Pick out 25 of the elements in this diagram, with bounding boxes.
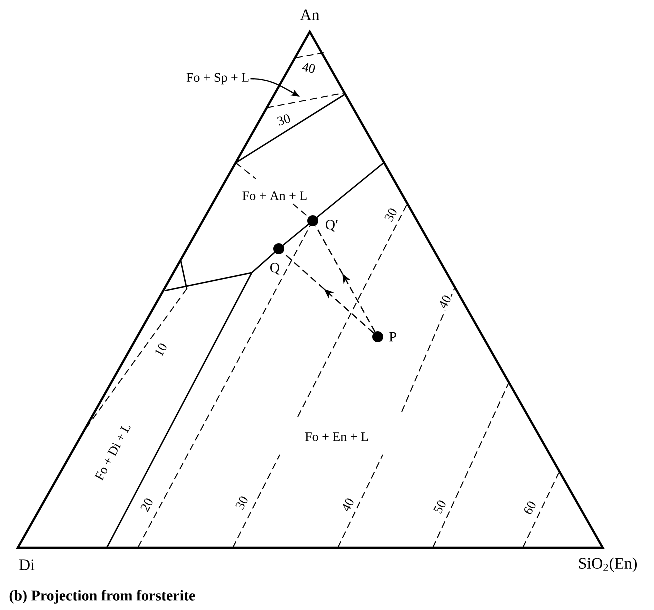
composition-point [372,332,384,342]
value-label: 10 [152,340,170,360]
vertex-label: SiO$_{2}$(En) [577,556,639,574]
value-label: 20 [138,496,156,514]
point-label: P [390,332,396,342]
value-label: 60 [522,498,538,518]
value-label: 40 [340,496,356,514]
region-label: Fo + An + L [241,190,309,202]
value-label: 30 [275,112,293,128]
value-label: 40 [300,61,318,75]
value-label: 40 [436,292,454,312]
region-label: Fo + En + L [304,432,370,442]
caption: (b) Projection from forsterite [10,590,196,604]
value-label: 30 [234,494,250,512]
composition-point [308,216,318,226]
vertex-label: An [299,8,321,22]
value-label: 50 [432,498,448,516]
point-label: Q′ [326,220,338,232]
value-label: Fo + Di + L [93,421,133,483]
region-label: Fo + Sp + L [186,73,249,85]
vertex-label: Di [18,558,36,572]
crystallization-path [315,226,376,332]
point-label: Q [270,263,280,275]
value-label: 30 [382,206,400,224]
composition-point [274,244,284,254]
